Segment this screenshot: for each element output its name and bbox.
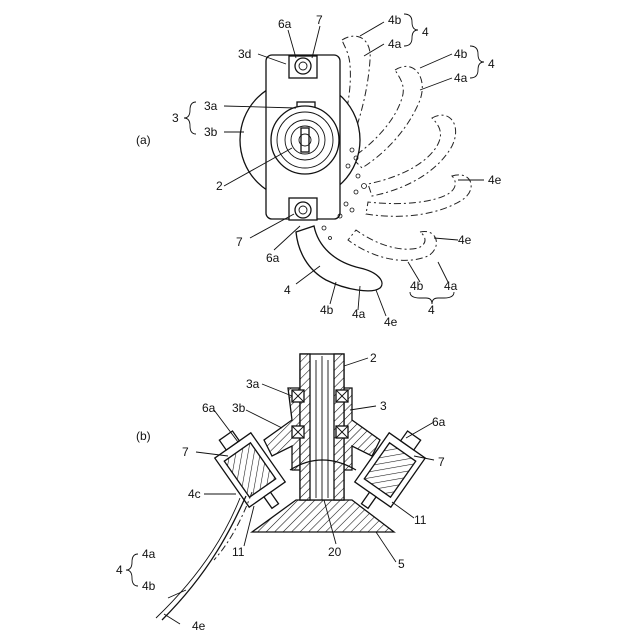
brace-b bbox=[126, 554, 138, 586]
label-b-20: 20 bbox=[328, 545, 342, 559]
label-b-4: 4 bbox=[116, 563, 123, 577]
label-4a-bottom: 4a bbox=[352, 307, 366, 321]
panel-a-label: (a) bbox=[136, 133, 151, 147]
label-3: 3 bbox=[172, 111, 179, 125]
label-4b-bottom-right: 4b bbox=[410, 279, 424, 293]
top-bolt bbox=[289, 56, 317, 78]
label-4-1: 4 bbox=[422, 25, 429, 39]
label-6a-bottom: 6a bbox=[266, 251, 280, 265]
label-7-top: 7 bbox=[316, 13, 323, 27]
bottom-bolt bbox=[289, 198, 317, 220]
label-b-4e: 4e bbox=[192, 619, 206, 633]
label-7-bottom: 7 bbox=[236, 235, 243, 249]
label-4-2: 4 bbox=[488, 57, 495, 71]
label-4b-1: 4b bbox=[388, 13, 402, 27]
label-4e-mid: 4e bbox=[458, 233, 472, 247]
panel-a: (a) bbox=[136, 13, 502, 329]
label-b-6a-right: 6a bbox=[432, 415, 446, 429]
label-4-bottom-right: 4 bbox=[428, 303, 435, 317]
label-3b: 3b bbox=[204, 125, 218, 139]
label-3d: 3d bbox=[238, 47, 251, 61]
label-b-6a-left: 6a bbox=[202, 401, 216, 415]
label-b-3b: 3b bbox=[232, 401, 246, 415]
label-4a-2: 4a bbox=[454, 71, 468, 85]
label-4b-bottom: 4b bbox=[320, 303, 334, 317]
label-3a: 3a bbox=[204, 99, 218, 113]
label-b-4c: 4c bbox=[188, 487, 201, 501]
brush-solid bbox=[296, 226, 382, 291]
label-4a-1: 4a bbox=[388, 37, 402, 51]
label-4a-bottom-right: 4a bbox=[444, 279, 458, 293]
label-b-7-left: 7 bbox=[182, 445, 189, 459]
panel-b: (b) bbox=[116, 351, 446, 633]
label-4e-right: 4e bbox=[488, 173, 502, 187]
label-b-4a: 4a bbox=[142, 547, 156, 561]
label-6a-top: 6a bbox=[278, 17, 292, 31]
label-b-2: 2 bbox=[370, 351, 377, 365]
label-2: 2 bbox=[216, 179, 223, 193]
label-4e-bottom: 4e bbox=[384, 315, 398, 329]
label-b-4b: 4b bbox=[142, 579, 156, 593]
panel-b-label: (b) bbox=[136, 429, 151, 443]
label-b-3a: 3a bbox=[246, 377, 260, 391]
label-4-bottom-left: 4 bbox=[284, 283, 291, 297]
label-b-11-left: 11 bbox=[232, 545, 245, 559]
label-b-11-right: 11 bbox=[414, 513, 427, 527]
label-b-3: 3 bbox=[380, 399, 387, 413]
label-b-5: 5 bbox=[398, 557, 405, 571]
label-4b-2: 4b bbox=[454, 47, 468, 61]
label-b-7-right: 7 bbox=[438, 455, 445, 469]
center-hub bbox=[271, 106, 339, 174]
